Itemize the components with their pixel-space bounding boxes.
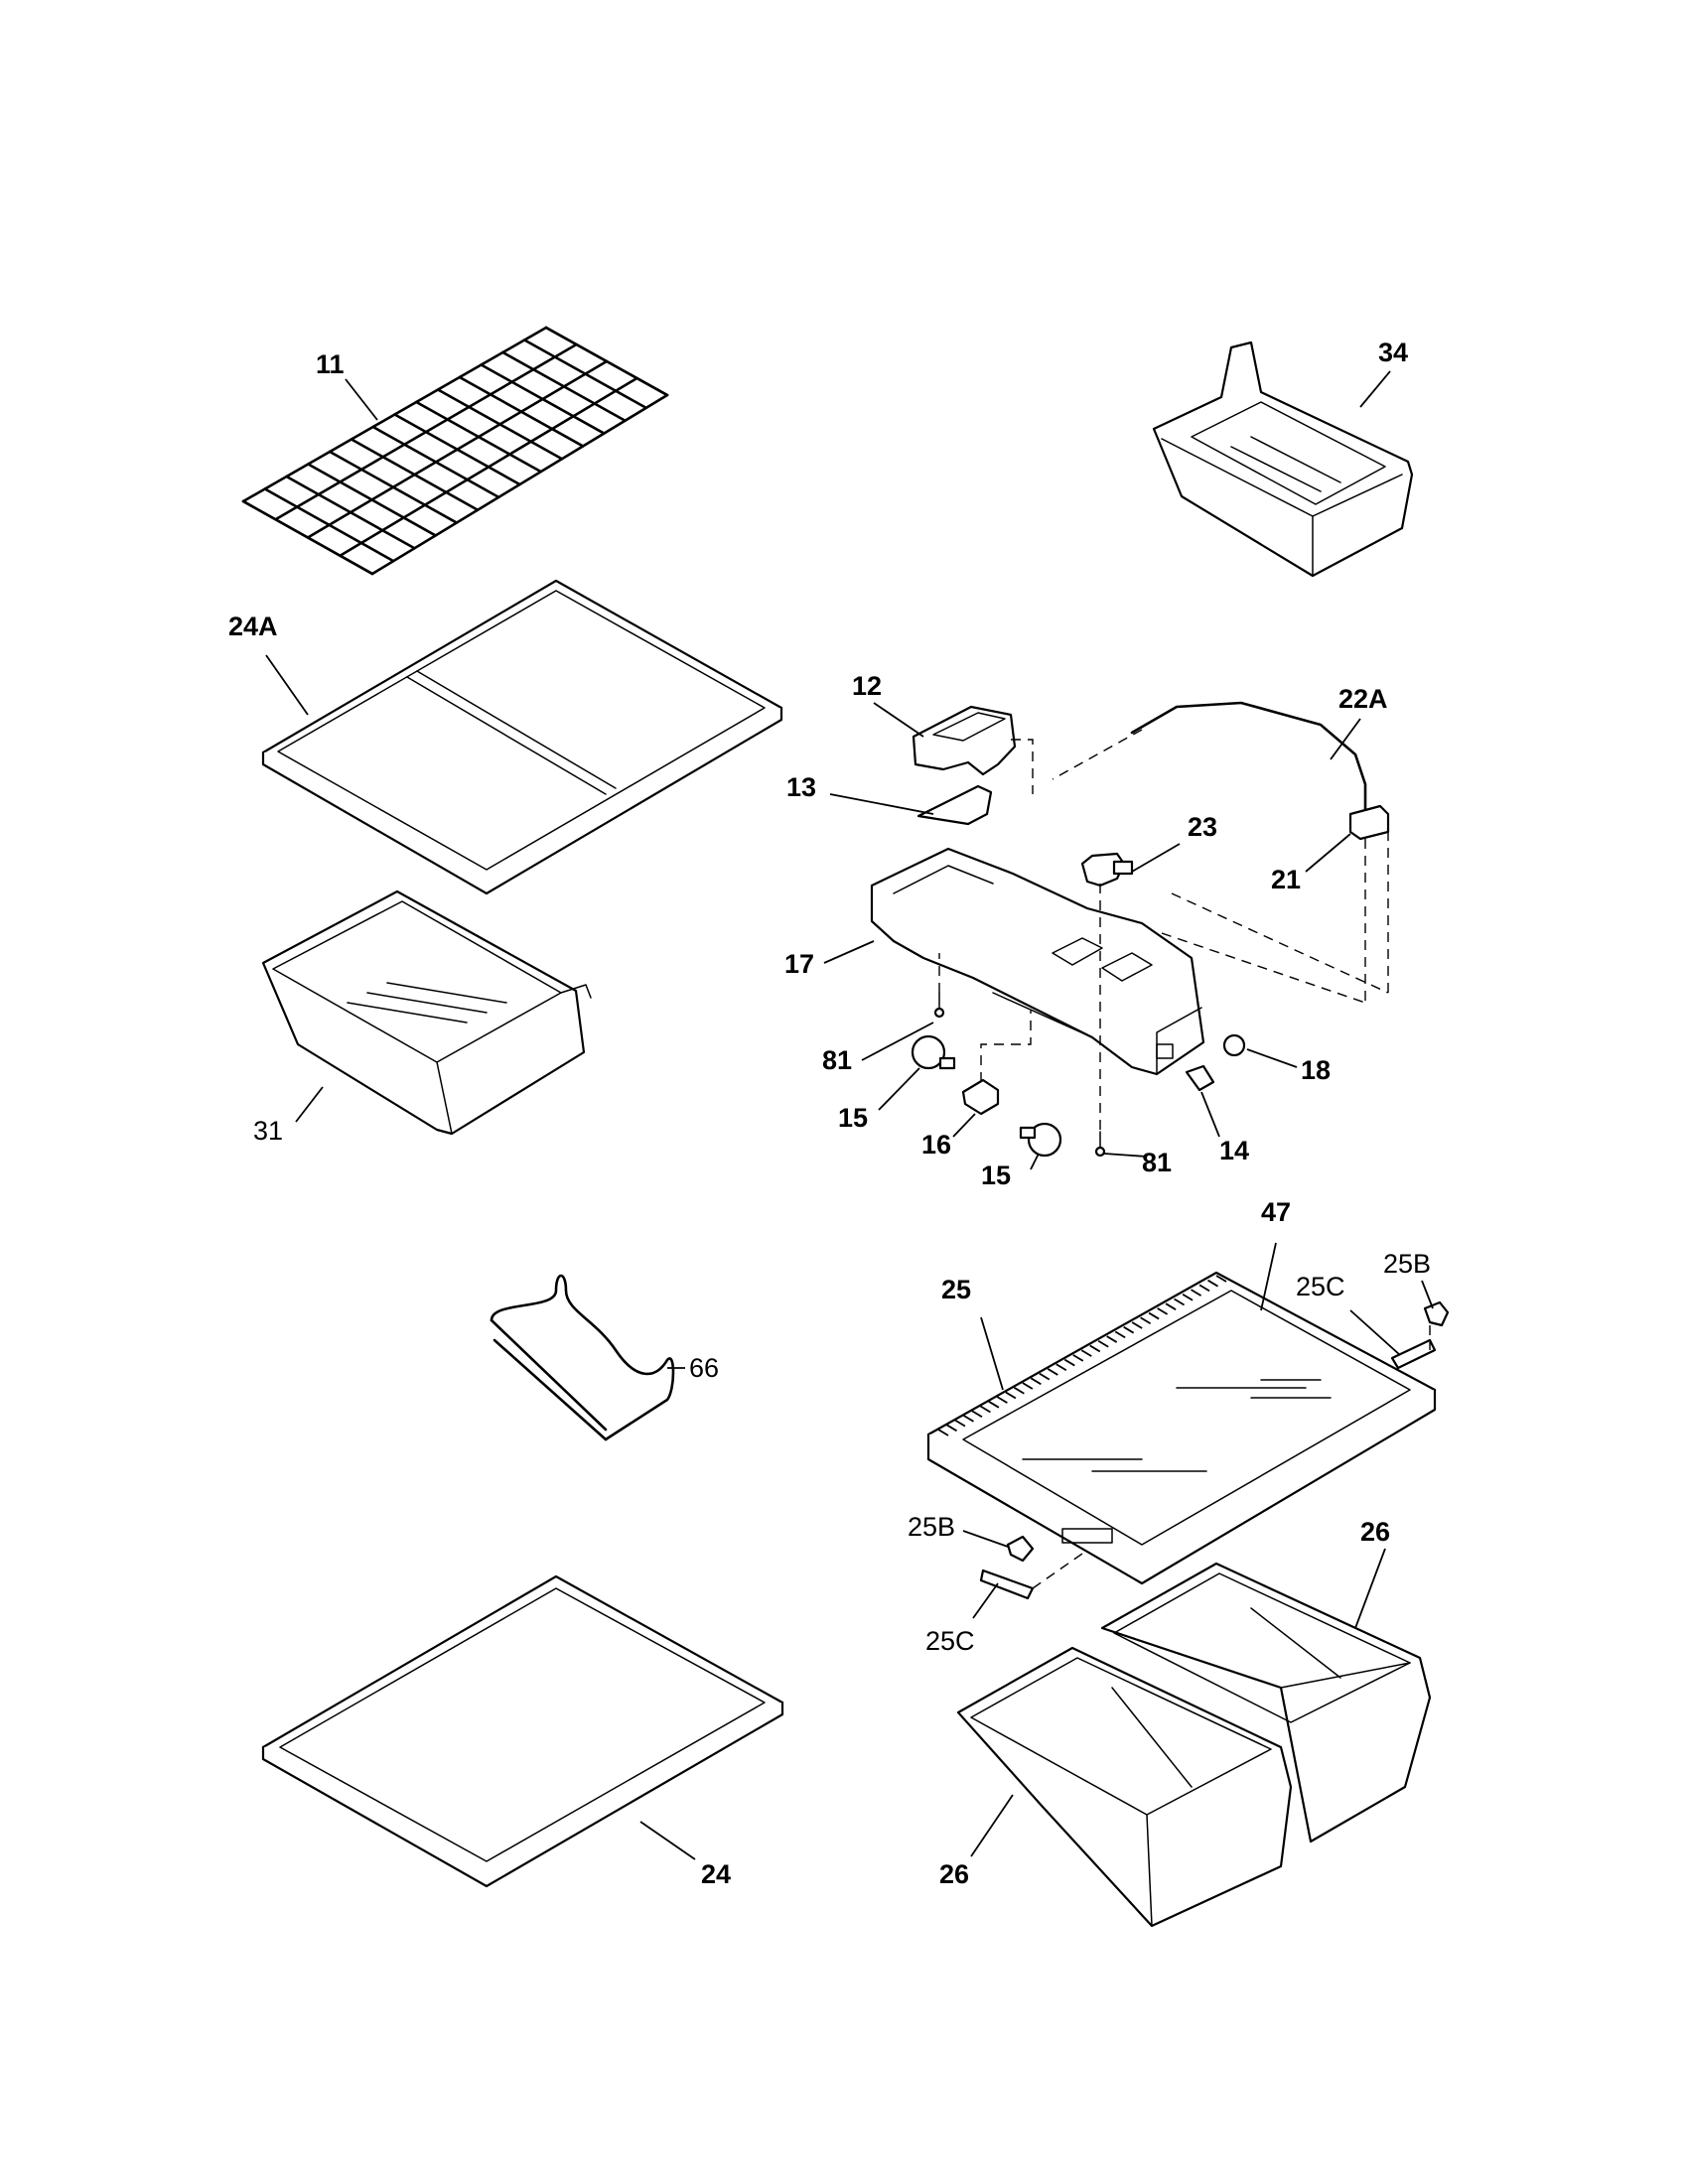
- wine-rack-part: [490, 1274, 675, 1441]
- screw-part-upper: [933, 992, 945, 1019]
- callout-81-upper: 81: [822, 1045, 852, 1075]
- wire-harness-part: [1130, 701, 1367, 811]
- grille-slot: [1174, 1297, 1186, 1306]
- crisper-drawer-part-left: [956, 1646, 1293, 1928]
- callout-15-upper: 15: [838, 1103, 868, 1133]
- grille-slot: [1097, 1339, 1109, 1348]
- connector-part: [1348, 804, 1390, 841]
- shelf-bracket-part-upper: [1390, 1325, 1437, 1370]
- callout-leader-lines: [265, 370, 1434, 1860]
- grille-slot: [1089, 1344, 1101, 1353]
- callout-34: 34: [1378, 338, 1408, 367]
- grille-slot: [954, 1419, 966, 1428]
- grille-slot: [1030, 1377, 1042, 1386]
- callout-25c-lower: 25C: [925, 1626, 975, 1656]
- grille-slot: [1165, 1302, 1177, 1310]
- callout-47: 47: [1261, 1197, 1291, 1227]
- door-bin-part: [1152, 341, 1414, 578]
- callout-24: 24: [701, 1859, 731, 1889]
- grille-slot: [1182, 1294, 1194, 1301]
- grille-slot: [1198, 1284, 1210, 1293]
- grille-slot: [1106, 1335, 1118, 1343]
- grille-slot: [1055, 1363, 1067, 1372]
- callout-26-right: 26: [1360, 1517, 1390, 1547]
- grille-slot: [1148, 1311, 1160, 1320]
- grille-slot: [1039, 1372, 1051, 1381]
- light-bulb-part-upper: [911, 1034, 956, 1070]
- callout-labels: 11 34 24A 12 22A 13 23 21 17 81 18 15 16…: [228, 338, 1431, 1889]
- grille-slot: [1080, 1349, 1092, 1357]
- glass-shelf-part: [261, 1574, 784, 1888]
- light-bulb-part-lower: [1019, 1122, 1062, 1158]
- grille-slot: [1191, 1289, 1202, 1297]
- grille-slot: [988, 1401, 1000, 1409]
- callout-25b-lower: 25B: [908, 1512, 955, 1542]
- wire-shelf-longbar: [274, 342, 578, 521]
- callout-14: 14: [1219, 1136, 1249, 1165]
- callout-16: 16: [921, 1130, 951, 1160]
- grille-slot: [1131, 1321, 1143, 1329]
- grille-slot: [937, 1429, 949, 1436]
- assembly-dashed-lines: [938, 729, 1389, 1132]
- callout-11: 11: [316, 349, 345, 379]
- callout-31: 31: [253, 1116, 283, 1146]
- grille-slot: [1022, 1382, 1034, 1390]
- wire-shelf-part: [241, 326, 669, 576]
- shelf-bracket-part-lower: [979, 1553, 1083, 1600]
- wire-shelf-longbar: [306, 359, 609, 539]
- grille-slot: [1157, 1307, 1169, 1315]
- callout-25b-upper: 25B: [1383, 1249, 1431, 1279]
- callout-21: 21: [1271, 865, 1301, 894]
- glass-shelf-split-part: [261, 579, 783, 895]
- callout-22a: 22A: [1338, 684, 1388, 714]
- grille-slot: [996, 1396, 1008, 1404]
- shelf-clip-part-upper: [1423, 1300, 1450, 1327]
- crisper-drawer-part: [261, 889, 592, 1136]
- knob-part: [1222, 1033, 1246, 1057]
- grille-slot: [1013, 1386, 1025, 1395]
- grille-slot: [1005, 1391, 1017, 1400]
- callout-23: 23: [1188, 812, 1217, 842]
- screw-part-lower: [1094, 1131, 1106, 1158]
- callout-25c-upper: 25C: [1296, 1272, 1345, 1301]
- callout-25: 25: [941, 1275, 971, 1304]
- light-cover-part: [912, 705, 1017, 776]
- callout-24a: 24A: [228, 612, 278, 641]
- grille-slot: [1215, 1275, 1227, 1283]
- grille-slot: [1047, 1368, 1058, 1376]
- control-housing-part: [870, 847, 1205, 1076]
- callout-66: 66: [689, 1353, 719, 1383]
- callout-17: 17: [784, 949, 814, 979]
- callout-26-left: 26: [939, 1859, 969, 1889]
- grille-slot: [962, 1415, 974, 1423]
- grille-slot: [1072, 1354, 1084, 1362]
- grille-slot: [971, 1410, 983, 1418]
- callout-12: 12: [852, 671, 882, 701]
- glass-shelf-frame-part: [926, 1271, 1437, 1585]
- callout-18: 18: [1301, 1055, 1331, 1085]
- grille-slot: [1063, 1358, 1075, 1367]
- temperature-control-part: [1080, 852, 1134, 887]
- grille-slot: [1207, 1279, 1218, 1288]
- light-socket-part: [961, 1078, 1000, 1116]
- grille-slot: [1123, 1325, 1135, 1334]
- grille-slot: [946, 1424, 957, 1433]
- grille-slot: [1140, 1316, 1152, 1325]
- callout-13: 13: [786, 772, 816, 802]
- callout-15-lower: 15: [981, 1160, 1011, 1190]
- callout-81-lower: 81: [1142, 1148, 1172, 1177]
- crisper-drawer-part-right: [1100, 1562, 1432, 1843]
- shelf-clip-part-lower: [1006, 1535, 1035, 1563]
- grille-slot: [979, 1405, 991, 1414]
- light-shield-part: [916, 784, 993, 826]
- light-switch-part: [1185, 1064, 1215, 1092]
- wire-shelf-longbar: [339, 376, 638, 558]
- grille-slot: [1114, 1330, 1126, 1339]
